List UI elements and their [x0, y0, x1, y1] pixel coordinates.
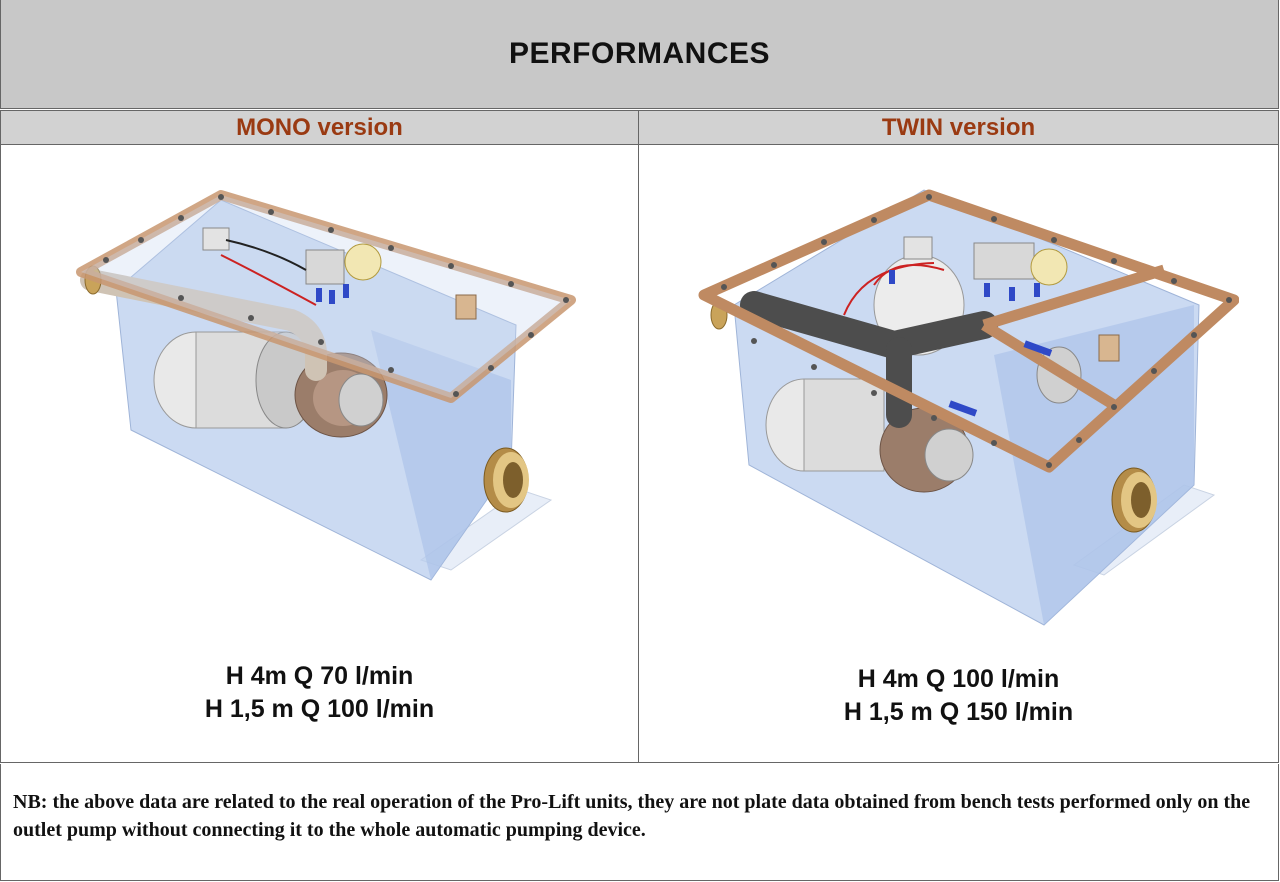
footnote: NB: the above data are related to the re… [0, 764, 1279, 881]
twin-performance: H 4m Q 100 l/min H 1,5 m Q 150 l/min [639, 663, 1278, 729]
mono-performance-line-1: H 4m Q 70 l/min [225, 662, 414, 690]
mono-performance-line-2: H 1,5 m Q 100 l/min [204, 695, 435, 723]
footnote-text: NB: the above data are related to the re… [13, 791, 1251, 841]
twin-version-heading: TWIN version [638, 110, 1279, 145]
twin-performance-line-1: H 4m Q 100 l/min [857, 665, 1060, 693]
mono-performance: H 4m Q 70 l/min H 1,5 m Q 100 l/min [1, 660, 638, 726]
mono-version-heading: MONO version [0, 110, 639, 145]
twin-pump-unit-illustration [698, 189, 1239, 626]
mono-pump-unit-illustration [76, 190, 576, 581]
twin-version-cell: H 4m Q 100 l/min H 1,5 m Q 150 l/min [638, 145, 1279, 763]
twin-performance-line-2: H 1,5 m Q 150 l/min [843, 698, 1074, 726]
page-title: PERFORMANCES [0, 0, 1279, 109]
mono-version-cell: H 4m Q 70 l/min H 1,5 m Q 100 l/min [0, 145, 639, 763]
